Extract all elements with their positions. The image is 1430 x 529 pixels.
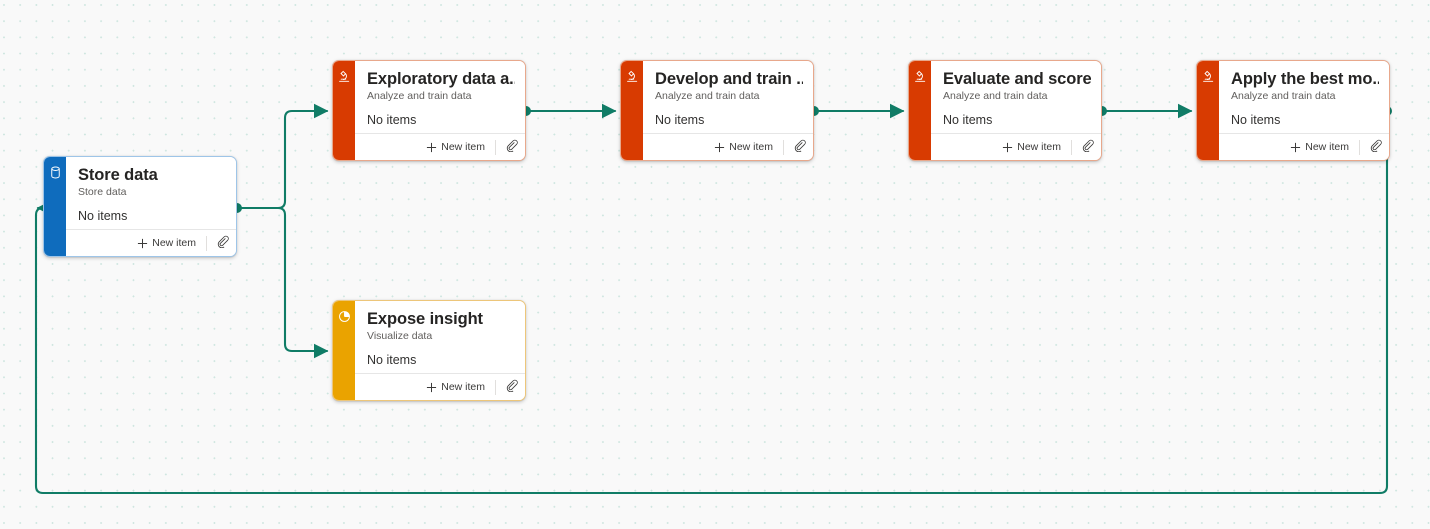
pie-chart-icon [337, 309, 352, 400]
new-item-button[interactable]: New item [708, 139, 779, 155]
new-item-button[interactable]: New item [420, 139, 491, 155]
microscope-icon [625, 69, 640, 160]
attach-button[interactable] [501, 137, 522, 158]
node-subtitle: Analyze and train data [943, 90, 1048, 102]
node-accent-strip [44, 157, 66, 256]
plus-icon [714, 142, 725, 153]
footer-divider [495, 139, 496, 155]
node-items-status: No items [943, 113, 993, 127]
node-subtitle: Store data [78, 186, 127, 198]
node-accent-strip [621, 61, 643, 160]
new-item-label: New item [729, 141, 773, 153]
node-card-exploratory-data-analysis[interactable]: Exploratory data a... Analyze and train … [332, 60, 526, 161]
node-card-store-data[interactable]: Store data Store data No items New item [43, 156, 237, 257]
node-items-status: No items [655, 113, 705, 127]
node-footer: New item [931, 133, 1101, 160]
footer-divider [1359, 139, 1360, 155]
paperclip-icon [505, 139, 518, 157]
node-body: Store data Store data No items New item [66, 157, 236, 256]
node-items-status: No items [78, 209, 128, 223]
node-accent-strip [1197, 61, 1219, 160]
attach-button[interactable] [501, 377, 522, 398]
node-items-status: No items [1231, 113, 1281, 127]
node-items-status: No items [367, 353, 417, 367]
node-items-status: No items [367, 113, 417, 127]
paperclip-icon [1369, 139, 1382, 157]
node-subtitle: Analyze and train data [1231, 90, 1336, 102]
node-card-apply-the-best-model[interactable]: Apply the best mo... Analyze and train d… [1196, 60, 1390, 161]
paperclip-icon [1081, 139, 1094, 157]
node-body: Apply the best mo... Analyze and train d… [1219, 61, 1389, 160]
node-accent-strip [333, 61, 355, 160]
connector-store-to-exploratory [235, 103, 329, 210]
plus-icon [426, 382, 437, 393]
node-footer: New item [355, 373, 525, 400]
node-footer: New item [643, 133, 813, 160]
new-item-label: New item [1017, 141, 1061, 153]
node-body: Expose insight Visualize data No items N… [355, 301, 525, 400]
node-footer: New item [1219, 133, 1389, 160]
new-item-label: New item [441, 381, 485, 393]
new-item-button[interactable]: New item [1284, 139, 1355, 155]
footer-divider [783, 139, 784, 155]
new-item-button[interactable]: New item [420, 379, 491, 395]
node-card-develop-and-train[interactable]: Develop and train ... Analyze and train … [620, 60, 814, 161]
new-item-button[interactable]: New item [996, 139, 1067, 155]
microscope-icon [913, 69, 928, 160]
attach-button[interactable] [789, 137, 810, 158]
plus-icon [426, 142, 437, 153]
node-title: Apply the best mo... [1231, 70, 1379, 88]
plus-icon [1002, 142, 1013, 153]
node-body: Evaluate and score... Analyze and train … [931, 61, 1101, 160]
attach-button[interactable] [1077, 137, 1098, 158]
node-subtitle: Visualize data [367, 330, 433, 342]
plus-icon [1290, 142, 1301, 153]
microscope-icon [337, 69, 352, 160]
paperclip-icon [505, 379, 518, 397]
node-accent-strip [333, 301, 355, 400]
node-title: Exploratory data a... [367, 70, 515, 88]
attach-button[interactable] [1365, 137, 1386, 158]
node-title: Develop and train ... [655, 70, 803, 88]
connector-store-to-expose [235, 206, 329, 359]
node-accent-strip [909, 61, 931, 160]
new-item-label: New item [441, 141, 485, 153]
new-item-label: New item [152, 237, 196, 249]
new-item-label: New item [1305, 141, 1349, 153]
node-subtitle: Analyze and train data [655, 90, 760, 102]
node-body: Exploratory data a... Analyze and train … [355, 61, 525, 160]
node-subtitle: Analyze and train data [367, 90, 472, 102]
node-card-evaluate-and-score[interactable]: Evaluate and score... Analyze and train … [908, 60, 1102, 161]
node-footer: New item [66, 229, 236, 256]
node-body: Develop and train ... Analyze and train … [643, 61, 813, 160]
footer-divider [206, 235, 207, 251]
node-title: Evaluate and score... [943, 70, 1091, 88]
footer-divider [495, 379, 496, 395]
node-footer: New item [355, 133, 525, 160]
footer-divider [1071, 139, 1072, 155]
node-card-expose-insight[interactable]: Expose insight Visualize data No items N… [332, 300, 526, 401]
plus-icon [137, 238, 148, 249]
connector-apply-to-store-loopback [34, 109, 1389, 495]
node-title: Expose insight [367, 310, 483, 328]
node-title: Store data [78, 166, 158, 184]
database-icon [48, 165, 63, 256]
microscope-icon [1201, 69, 1216, 160]
paperclip-icon [793, 139, 806, 157]
paperclip-icon [216, 235, 229, 253]
new-item-button[interactable]: New item [131, 235, 202, 251]
attach-button[interactable] [212, 233, 233, 254]
